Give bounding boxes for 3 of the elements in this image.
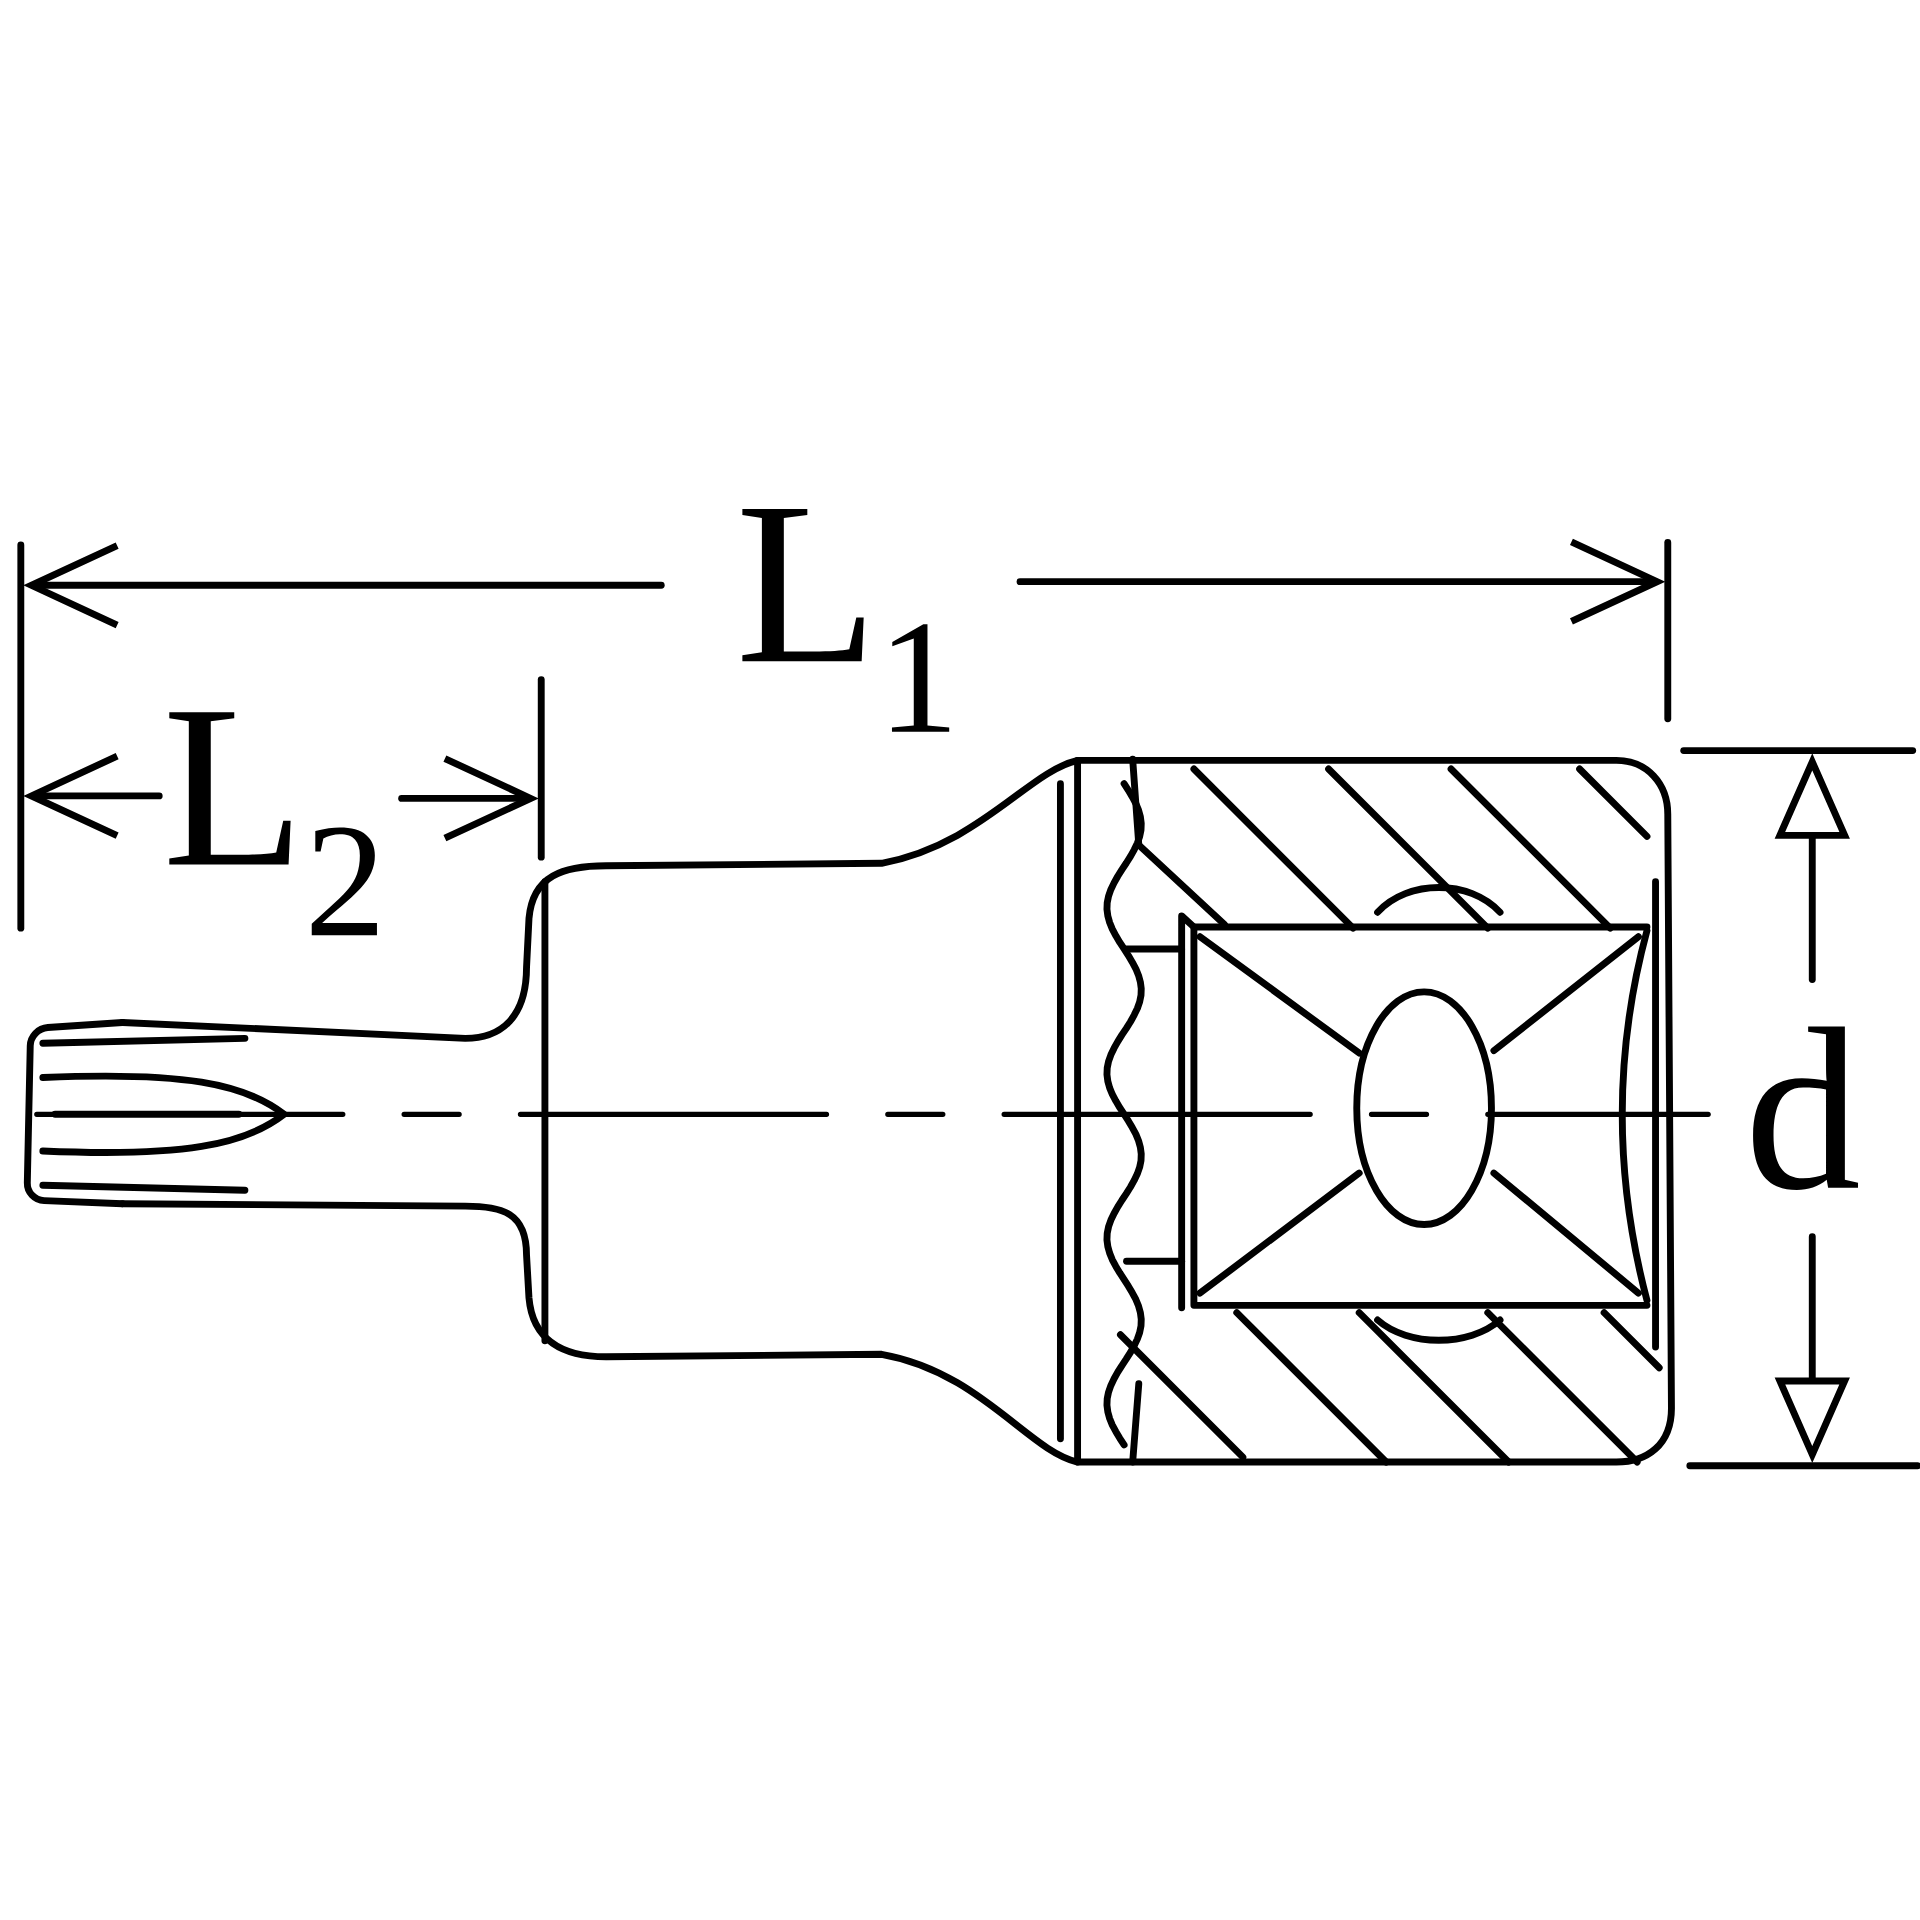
dimension-label: d — [1753, 1026, 1859, 1191]
dimension-label: L$_{2}$ — [169, 712, 377, 936]
dimension-label: L$_{1}$ — [742, 509, 950, 732]
